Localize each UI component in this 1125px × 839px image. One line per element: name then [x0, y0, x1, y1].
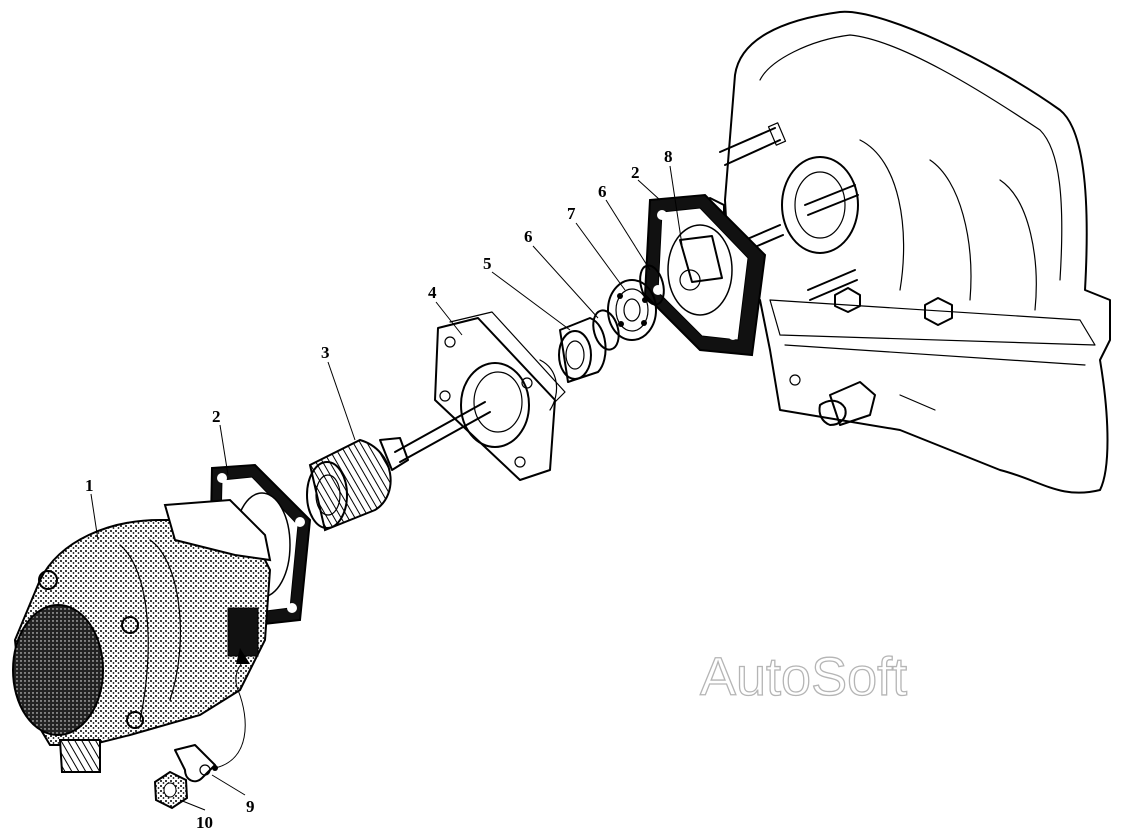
callout-2-lower: 2 — [212, 407, 221, 426]
callout-4: 4 — [428, 283, 437, 302]
callout-6-upper: 6 — [598, 182, 607, 201]
gearbox-housing — [694, 10, 1111, 494]
callout-7: 7 — [567, 204, 576, 223]
bushing — [558, 317, 607, 383]
callout-2-upper: 2 — [631, 163, 640, 182]
gasket-upper — [643, 193, 767, 357]
callouts: 1 2 3 4 5 6 7 6 2 8 9 10 — [85, 147, 673, 832]
drive-shaft — [306, 401, 491, 532]
callout-6-lower: 6 — [524, 227, 533, 246]
leader-lines — [90, 165, 683, 811]
flange-housing — [434, 311, 566, 481]
callout-1: 1 — [85, 476, 94, 495]
callout-9: 9 — [246, 797, 255, 816]
bearing — [607, 279, 657, 341]
callout-8: 8 — [664, 147, 673, 166]
callout-3: 3 — [321, 343, 330, 362]
lock-washer — [174, 744, 216, 783]
pump-body — [12, 498, 272, 773]
key-insert — [679, 235, 723, 291]
assembly-arrow — [212, 648, 250, 771]
callout-5: 5 — [483, 254, 492, 273]
callout-10: 10 — [196, 813, 213, 832]
snap-ring-lower — [592, 309, 620, 351]
hex-nut — [153, 770, 189, 810]
watermark: AutoSoft — [700, 647, 907, 707]
